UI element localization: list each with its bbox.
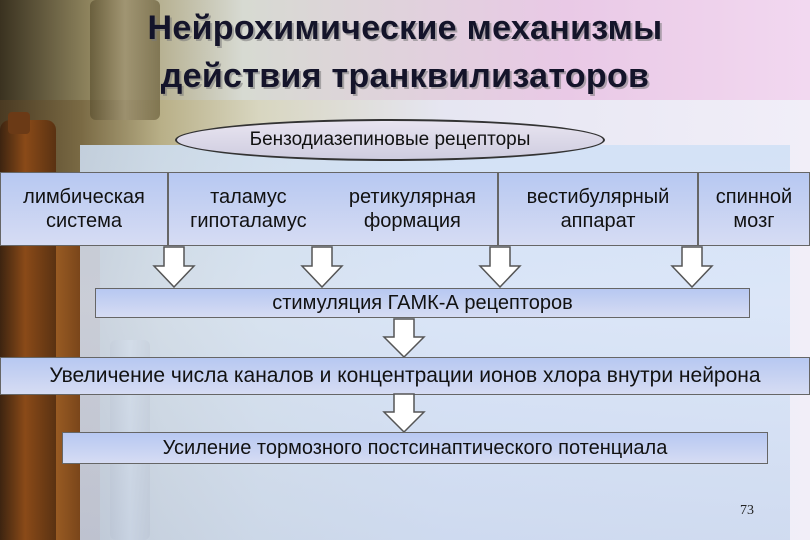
receptor-oval-label: Бензодиазепиновые рецепторы bbox=[249, 129, 531, 150]
step-label: Усиление тормозного постсинаптического п… bbox=[162, 437, 668, 459]
area-label: лимбическая система bbox=[23, 186, 145, 232]
down-arrow-icon bbox=[152, 246, 196, 288]
step-box-ipsp: Усиление тормозного постсинаптического п… bbox=[62, 432, 768, 464]
down-arrow-icon bbox=[382, 393, 426, 433]
bottle-image bbox=[90, 0, 160, 120]
down-arrow-icon bbox=[300, 246, 344, 288]
step-box-chloride-channels: Увеличение числа каналов и концентрации … bbox=[0, 357, 810, 395]
area-box-spinal: спинной мозг bbox=[698, 172, 810, 246]
bottle-neck-image bbox=[8, 112, 30, 134]
down-arrow-icon bbox=[670, 246, 714, 288]
area-label: ретикулярная формация bbox=[348, 186, 476, 232]
down-arrow-icon bbox=[478, 246, 522, 288]
slide-title-line2: действия транквилизаторов bbox=[160, 57, 650, 95]
area-label: спинной мозг bbox=[715, 186, 793, 232]
area-label: вестибулярный аппарат bbox=[526, 186, 670, 232]
page-number: 73 bbox=[740, 503, 754, 518]
area-box-limbic: лимбическая система bbox=[0, 172, 168, 246]
step-label: Увеличение числа каналов и концентрации … bbox=[49, 364, 761, 387]
down-arrow-icon bbox=[382, 318, 426, 358]
receptor-oval: Бензодиазепиновые рецепторы bbox=[175, 119, 605, 161]
step-box-gaba-stimulation: стимуляция ГАМК-А рецепторов bbox=[95, 288, 750, 318]
area-label: таламус гипоталамус bbox=[190, 186, 307, 232]
area-box-thalamus: таламус гипоталамус ретикулярная формаци… bbox=[168, 172, 498, 246]
area-box-vestibular: вестибулярный аппарат bbox=[498, 172, 698, 246]
step-label: стимуляция ГАМК-А рецепторов bbox=[272, 292, 573, 314]
slide-title-line1: Нейрохимические механизмы bbox=[147, 9, 663, 47]
